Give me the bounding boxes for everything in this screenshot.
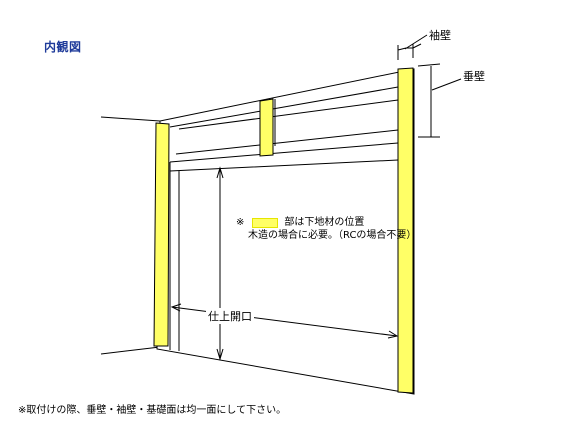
left-wall-outline <box>100 116 161 355</box>
tare-kabe-label: 垂壁 <box>463 70 485 83</box>
center-stud-highlight <box>259 98 274 157</box>
opening-dimension-label: 仕上開口 <box>206 308 254 324</box>
footer-note: ※取付けの際、垂壁・袖壁・基礎面は均一面にして下さい。 <box>18 405 287 416</box>
note-line-2: 木造の場合に必要。（RCの場合不要） <box>248 229 417 241</box>
note-line-1: ※ 部は下地材の位置 <box>236 217 416 230</box>
tare-kabe-dimension <box>417 63 441 138</box>
page-title: 内観図 <box>44 40 82 54</box>
opening-frame <box>169 159 399 388</box>
sode-kabe-leader <box>404 34 428 50</box>
opening-width-arrow-left <box>170 303 182 312</box>
opening-height-arrow-bottom <box>216 348 224 361</box>
note-prefix: ※ <box>236 217 245 228</box>
legend-swatch <box>252 218 279 229</box>
note-line1-text: 部は下地材の位置 <box>284 217 365 228</box>
header-beam-top <box>169 86 399 128</box>
header-beam-mid2 <box>175 129 399 155</box>
sode-kabe-dimension <box>397 43 422 60</box>
header-beam-mid1 <box>178 99 399 130</box>
header-beam-bottom <box>169 142 399 163</box>
sode-kabe-label: 袖壁 <box>429 29 451 42</box>
opening-width-arrow-right <box>387 330 399 339</box>
left-stud-highlight <box>153 122 170 347</box>
base-material-note: ※ 部は下地材の位置 木造の場合に必要。（RCの場合不要） <box>236 217 416 242</box>
right-stud-highlight <box>397 67 414 394</box>
tare-kabe-leader <box>431 78 462 91</box>
opening-height-arrow-top <box>216 166 224 179</box>
